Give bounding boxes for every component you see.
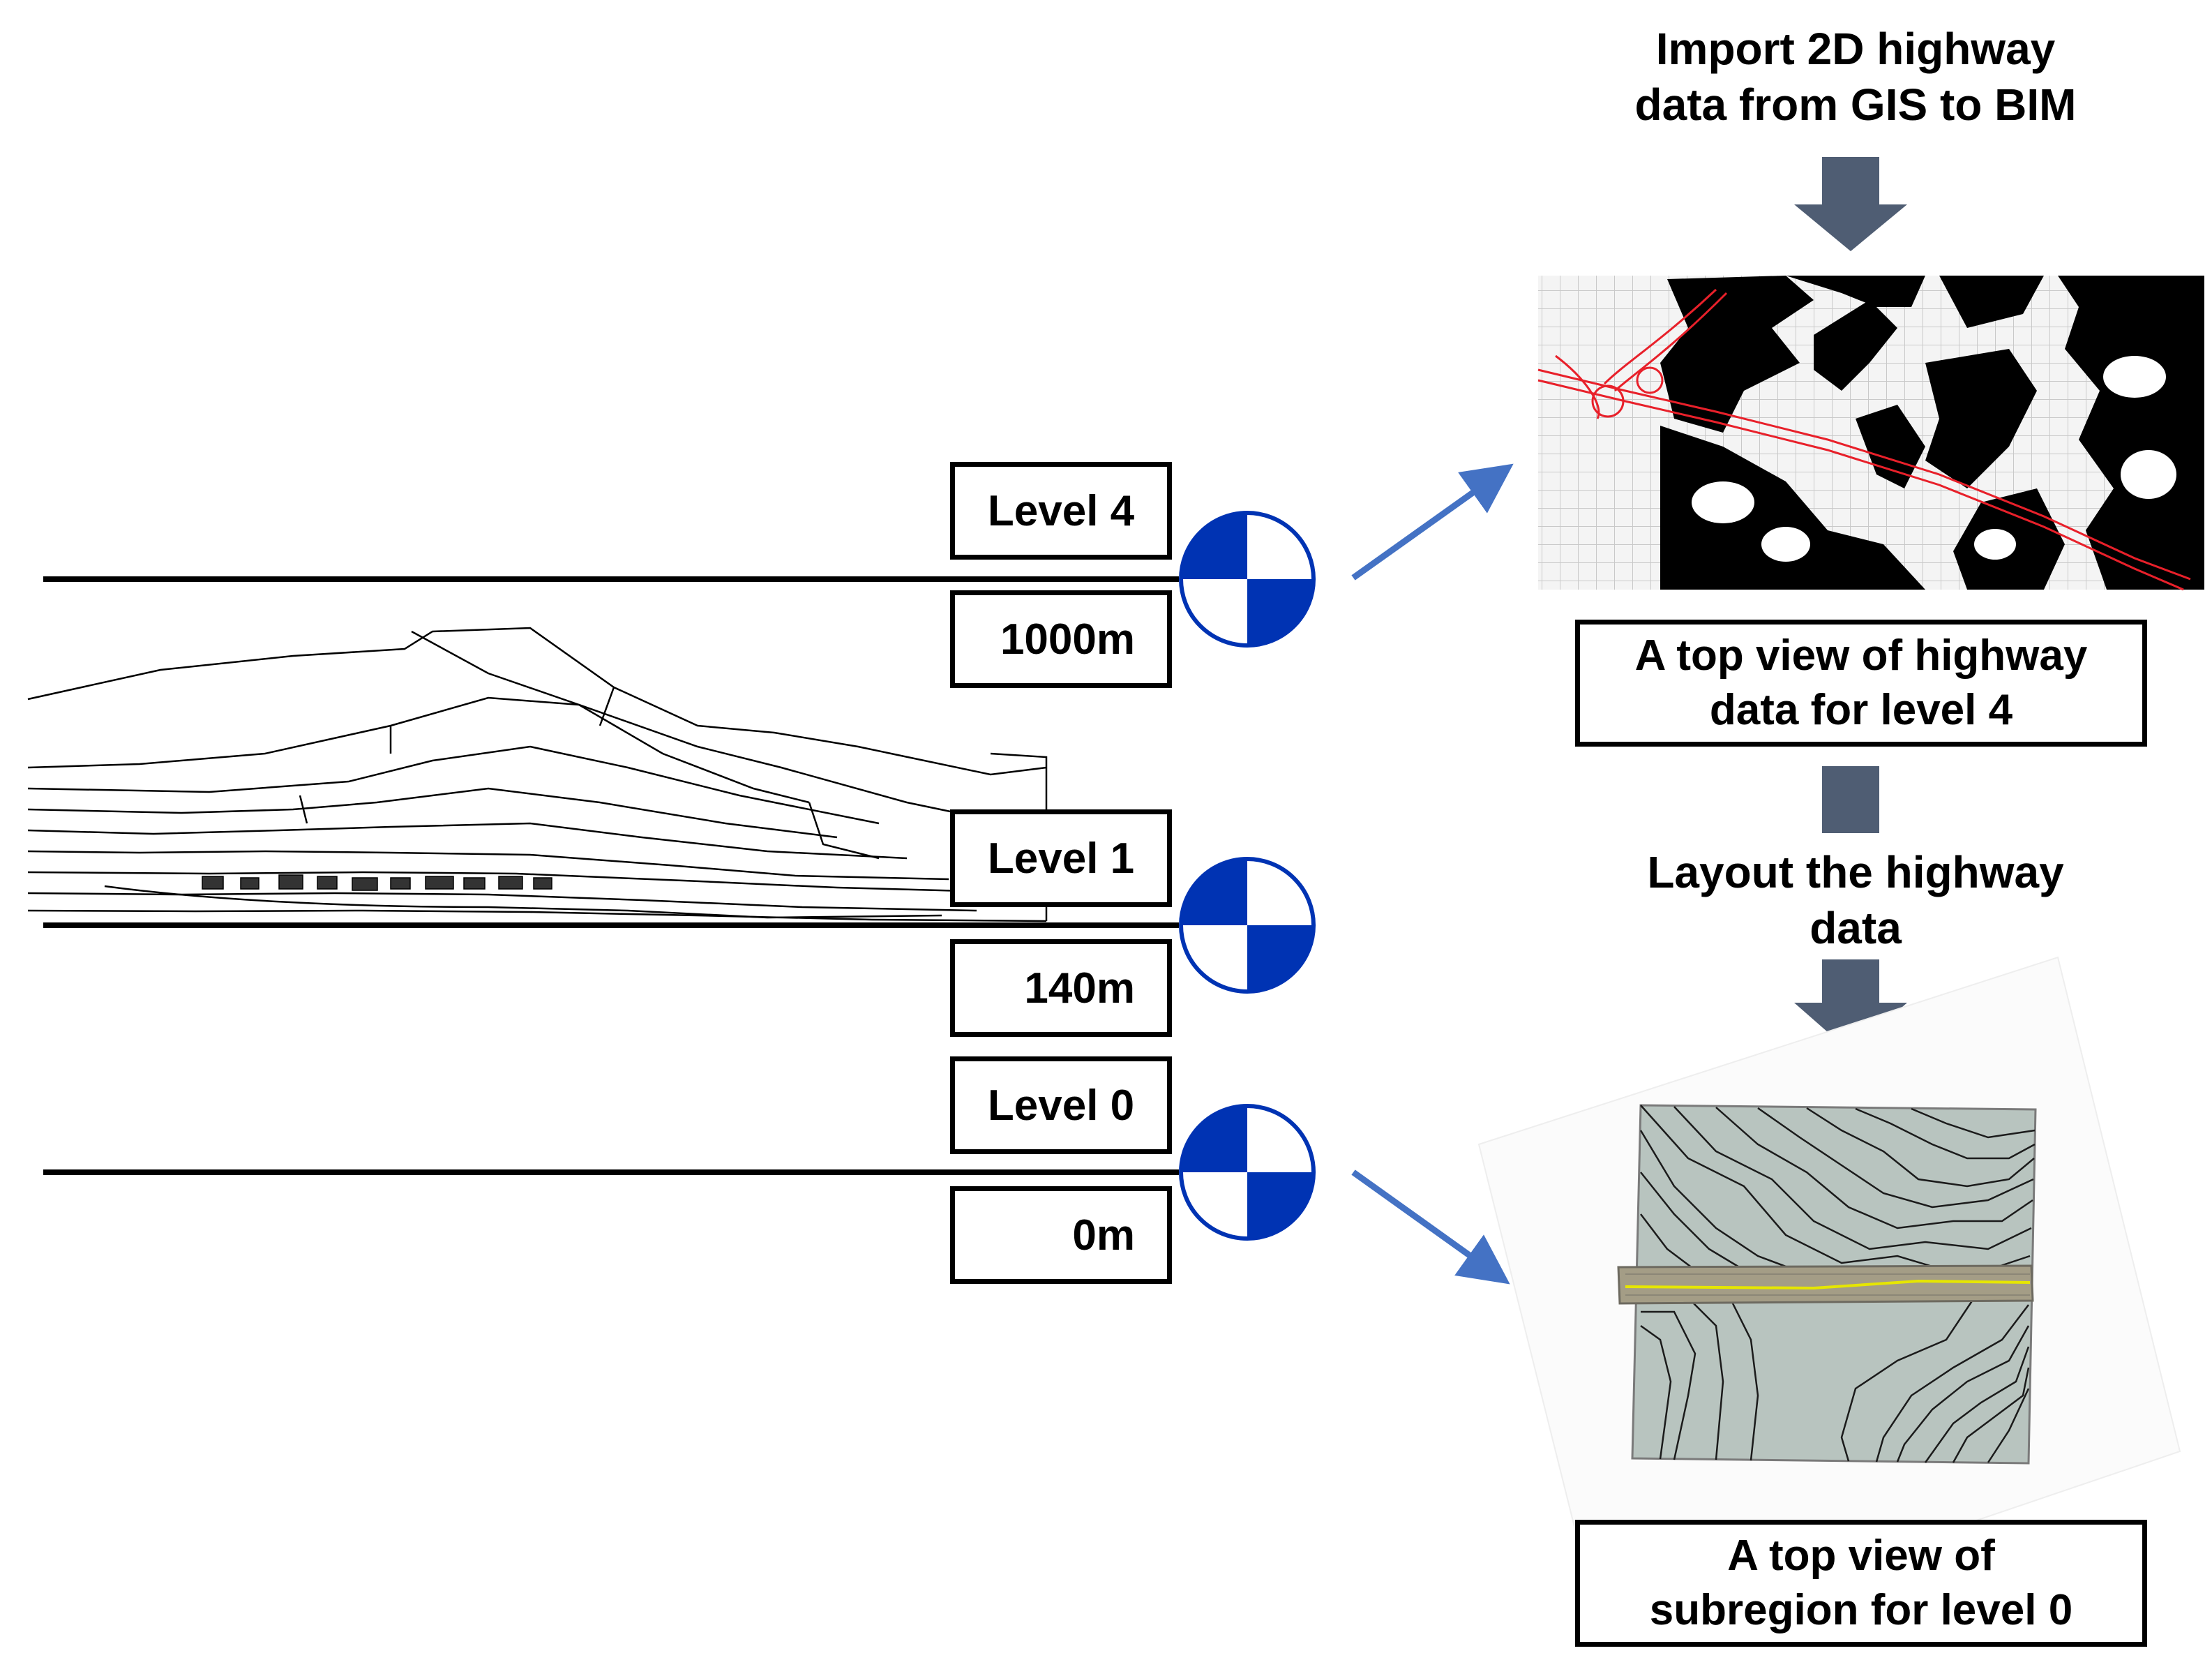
step-layout-line-1: Layout the highway (1647, 847, 2064, 897)
level-0-elevation: 0m (950, 1186, 1172, 1284)
caption-level-4-line-1: A top view of highway (1634, 631, 2088, 680)
step-layout-line-2: data (1810, 903, 1902, 953)
level-0-label: Level 0 (950, 1056, 1172, 1154)
terrain-section-drawing (27, 627, 1048, 922)
level-1-label: Level 1 (950, 809, 1172, 907)
step-import-line-2: data from GIS to BIM (1634, 80, 2077, 130)
step-import-text: Import 2D highway data from GIS to BIM (1535, 21, 2176, 133)
level-4-elevation: 1000m (950, 590, 1172, 688)
step-layout-text: Layout the highway data (1535, 844, 2176, 956)
level-0-marker (1179, 1104, 1316, 1241)
level-4-label: Level 4 (950, 462, 1172, 560)
village-buildings (202, 874, 552, 891)
subregion-top-view-image (1477, 956, 2181, 1648)
level-4-marker (1179, 511, 1316, 648)
caption-level-4-line-2: data for level 4 (1709, 686, 2013, 734)
pointer-arrow-level-4 (1351, 463, 1514, 581)
caption-top-view-level-4: A top view of highway data for level 4 (1575, 620, 2147, 747)
level-1-marker (1179, 857, 1316, 994)
pointer-arrow-level-0 (1351, 1169, 1510, 1285)
flow-arrow-connector (1822, 766, 1879, 833)
level-1-elevation: 140m (950, 939, 1172, 1037)
caption-level-0-line-2: subregion for level 0 (1649, 1586, 2073, 1634)
step-import-line-1: Import 2D highway (1655, 24, 2056, 74)
flow-arrow-import (1794, 157, 1907, 251)
caption-top-view-level-0: A top view of subregion for level 0 (1575, 1520, 2147, 1647)
caption-level-0-line-1: A top view of (1727, 1532, 1995, 1580)
highway-top-view-image (1537, 276, 2204, 591)
